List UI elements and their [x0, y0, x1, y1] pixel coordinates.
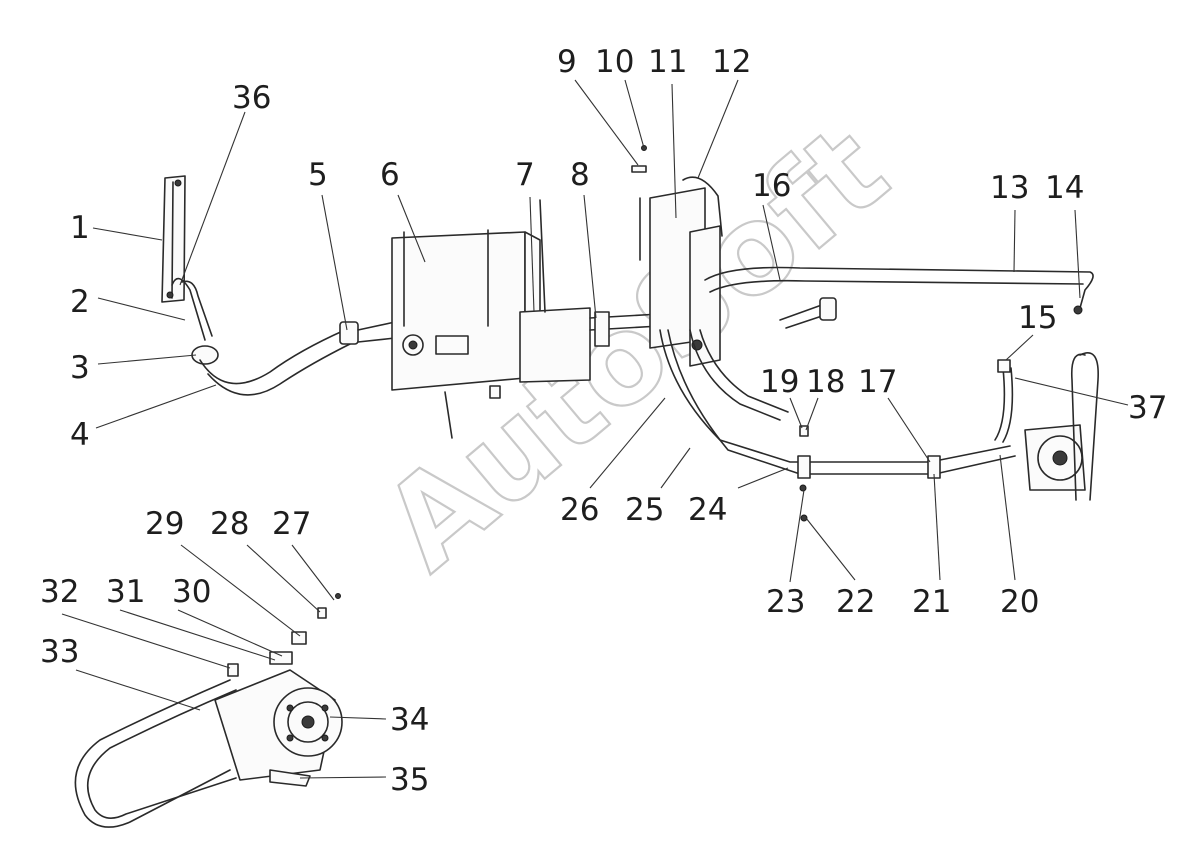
callout-23: 23 — [766, 584, 805, 620]
callout-37: 37 — [1128, 390, 1167, 426]
callout-24: 24 — [688, 492, 727, 528]
callout-28: 28 — [210, 506, 249, 542]
callout-29: 29 — [145, 506, 184, 542]
callout-14: 14 — [1045, 170, 1084, 206]
callout-34: 34 — [390, 702, 429, 738]
callout-36: 36 — [232, 80, 271, 116]
part-16-upper-pipe — [704, 266, 1094, 329]
callout-10: 10 — [595, 44, 634, 80]
callout-1: 1 — [70, 210, 90, 246]
callout-27: 27 — [272, 506, 311, 542]
part-20-compressor — [994, 352, 1099, 501]
callout-18: 18 — [806, 364, 845, 400]
part-9-bolt — [631, 165, 647, 173]
callout-11: 11 — [648, 44, 687, 80]
part-1-bracket — [161, 175, 186, 303]
part-11-condenser — [639, 176, 723, 367]
callout-25: 25 — [625, 492, 664, 528]
callout-7: 7 — [515, 157, 535, 193]
part-25-lower-hoses — [659, 329, 1016, 479]
callout-9: 9 — [557, 44, 577, 80]
callout-2: 2 — [70, 284, 90, 320]
callout-6: 6 — [380, 157, 400, 193]
callout-33: 33 — [40, 634, 79, 670]
callout-3: 3 — [70, 350, 90, 386]
callout-22: 22 — [836, 584, 875, 620]
callout-21: 21 — [912, 584, 951, 620]
callout-4: 4 — [70, 417, 90, 453]
callout-16: 16 — [752, 168, 791, 204]
callout-labels: 1 2 3 4 5 6 7 8 9 10 11 12 13 14 15 16 1… — [40, 44, 1167, 798]
part-34-compressor-assembly — [74, 593, 343, 828]
callout-13: 13 — [990, 170, 1029, 206]
callout-15: 15 — [1018, 300, 1057, 336]
part-18-clamp-hardware — [799, 425, 809, 522]
callout-17: 17 — [858, 364, 897, 400]
callout-8: 8 — [570, 157, 590, 193]
callout-32: 32 — [40, 574, 79, 610]
callout-20: 20 — [1000, 584, 1039, 620]
callout-19: 19 — [760, 364, 799, 400]
callout-35: 35 — [390, 762, 429, 798]
part-4-pipe — [199, 321, 396, 396]
leader-lines — [61, 79, 1129, 779]
part-7-block — [519, 199, 661, 383]
callout-30: 30 — [172, 574, 211, 610]
callout-31: 31 — [106, 574, 145, 610]
callout-12: 12 — [712, 44, 751, 80]
callout-26: 26 — [560, 492, 599, 528]
callout-5: 5 — [308, 157, 328, 193]
